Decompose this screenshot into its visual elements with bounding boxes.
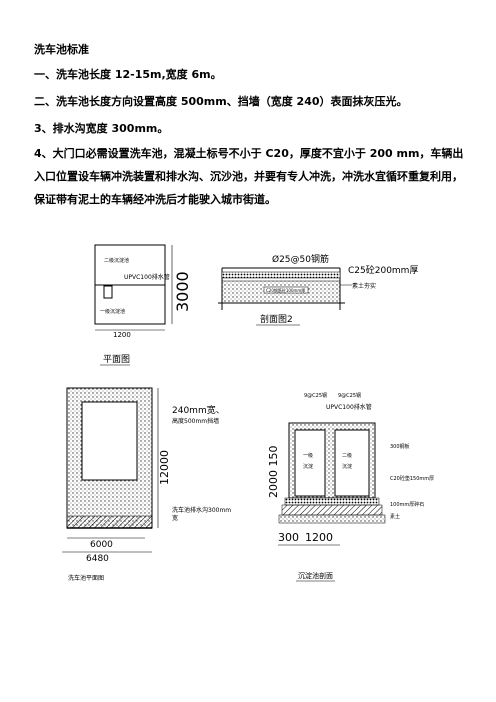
- section-detail-dim-height: 2000 150: [267, 446, 280, 499]
- section-detail-top-left: 9@C25钢: [304, 392, 327, 399]
- plan-large-trench-note-2: 宽: [172, 514, 178, 522]
- item-1: 一、洗车池长度 12-15m,宽度 6m。: [34, 68, 222, 81]
- plan-small-caption: 平面图: [103, 354, 130, 365]
- plan-small-dim-bottom: 1200: [113, 331, 131, 339]
- section-detail-pipe: UPVC100排水管: [326, 403, 372, 411]
- section2-rebar: Ø25@50钢筋: [272, 253, 329, 265]
- plan-small-dim-right: 3000: [173, 271, 192, 312]
- section2-drawing: Ø25@50钢筋 C20钢筋砼100mm厚 C25砼200mm厚 素土夯实 剖面…: [218, 253, 418, 326]
- plan-small-drawing: 二级沉淀池 UPVC100排水管 一级沉淀池 1200 3000 平面图: [94, 244, 192, 366]
- plan-small-label-pipe: UPVC100排水管: [124, 273, 170, 281]
- item-2: 二、洗车池长度方向设置高度 500mm、挡墙（宽度 240）表面抹灰压光。: [34, 95, 408, 108]
- document-title: 洗车池标准: [34, 43, 89, 56]
- section-detail-caption: 沉淀池剖面: [298, 571, 333, 580]
- plan-large-dim-outer: 6480: [86, 554, 109, 564]
- section-detail-slab-note: C20砼垫150mm厚: [390, 475, 434, 482]
- plan-large-wall-note-1: 240mm宽、: [172, 404, 225, 416]
- plan-large-caption: 洗车池平面图: [68, 574, 104, 582]
- section-detail-base-note: 100mm厚碎石: [390, 501, 424, 508]
- section-detail-right-text-2: 沉淀: [342, 463, 352, 470]
- section-detail-top-right: 9@C25钢: [338, 392, 361, 399]
- section2-pipe: C20钢筋砼100mm厚: [266, 287, 305, 293]
- section-detail-fill-note: 素土: [390, 513, 400, 520]
- section-detail-wall-note: 300钢板: [390, 443, 410, 450]
- section-detail-drawing: 9@C25钢 9@C25钢 UPVC100排水管 一级 沉淀 二级 沉淀 200…: [267, 392, 434, 582]
- plan-large-trench-note-1: 洗车池排水沟300mm: [172, 506, 231, 514]
- item-4: 4、大门口必需设置洗车池，混凝土标号不小于 C20，厚度不宜小于 200 mm，…: [34, 147, 464, 206]
- section-detail-dim-bottom-a: 300: [278, 531, 299, 544]
- section2-caption: 剖面图2: [260, 313, 293, 325]
- plan-large-wall-note-2: 高度500mm挡墙: [172, 417, 219, 425]
- plan-small-label-bottom: 一级沉淀池: [100, 308, 125, 315]
- section-detail-left-text-2: 沉淀: [303, 463, 313, 470]
- section-detail-left-text-1: 一级: [303, 452, 313, 459]
- section-detail-right-text-1: 二级: [342, 452, 352, 459]
- item-3: 3、排水沟宽度 300mm。: [34, 122, 169, 135]
- plan-small-label-top: 二级沉淀池: [104, 257, 129, 264]
- section-detail-dim-bottom-b: 1200: [305, 531, 333, 544]
- plan-large-dim-inner: 6000: [90, 540, 113, 550]
- section2-fill: 素土夯实: [352, 282, 376, 290]
- section2-concrete: C25砼200mm厚: [348, 264, 418, 276]
- plan-large-dim-right: 12000: [158, 450, 171, 485]
- plan-large-drawing: 12000 240mm宽、 高度500mm挡墙 洗车池排水沟300mm 宽 60…: [62, 387, 231, 582]
